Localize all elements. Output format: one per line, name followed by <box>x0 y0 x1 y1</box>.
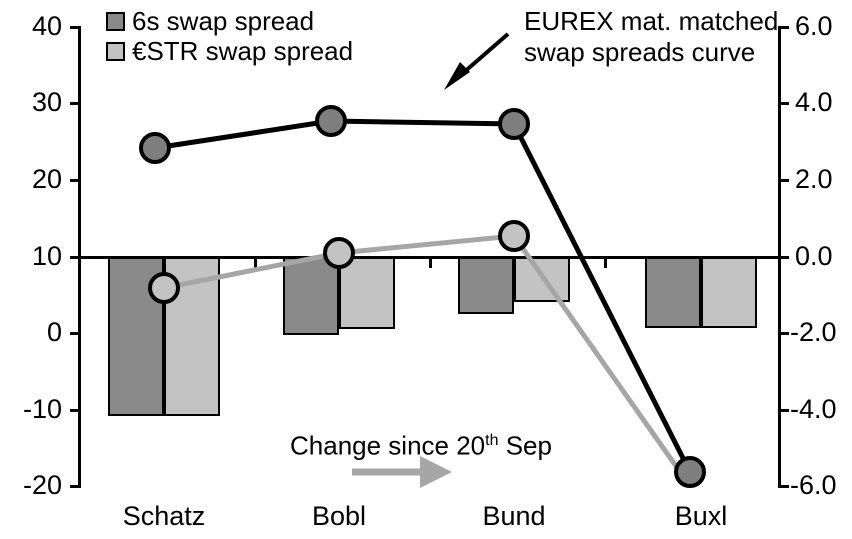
change-since-note: Change since 20th Sep <box>290 428 552 459</box>
bar-estr-schatz <box>164 257 220 416</box>
left-tick-20 <box>70 179 81 182</box>
left-axis-label-neg20: -20 <box>22 470 62 500</box>
right-tick-neg2 <box>778 332 789 335</box>
eurex-marker-bund <box>498 108 530 140</box>
right-axis-label-4: 4.0 <box>795 87 833 117</box>
right-tick-neg4 <box>778 409 789 412</box>
left-axis-label-20: 20 <box>31 164 62 194</box>
category-label-buxl: Buxl <box>674 501 728 531</box>
left-tick-0 <box>70 332 81 335</box>
left-tick-30 <box>70 102 81 105</box>
bar-6s-schatz <box>108 257 164 416</box>
left-axis-label-10: 10 <box>31 241 62 271</box>
right-axis-label-neg6: -6.0 <box>790 470 837 500</box>
eurex-curve-line <box>154 118 693 474</box>
left-axis-label-30: 30 <box>31 87 62 117</box>
right-axis-label-6: 6.0 <box>795 11 833 41</box>
right-tick-4 <box>778 102 789 105</box>
eurex-marker-buxl <box>674 456 706 488</box>
left-tick-neg20 <box>70 485 81 488</box>
legend-label-estr: €STR swap spread <box>132 36 354 66</box>
change-since-arrow-icon <box>352 456 452 488</box>
left-tick-10 <box>70 256 81 259</box>
left-axis-label-neg10: -10 <box>22 394 62 424</box>
right-tick-0 <box>778 256 789 259</box>
category-label-schatz: Schatz <box>122 501 206 531</box>
category-label-bund: Bund <box>482 501 546 531</box>
legend-item-6s-swap-spread: 6s swap spread <box>106 6 353 36</box>
x-axis-tick-1 <box>254 256 257 268</box>
bar-6s-buxl <box>645 257 701 328</box>
annotation-line-1: EUREX mat. matched <box>524 6 779 36</box>
legend-item-estr-swap-spread: €STR swap spread <box>106 36 353 66</box>
x-axis-tick-2 <box>429 256 432 268</box>
right-tick-neg6 <box>778 485 789 488</box>
bar-estr-buxl <box>701 257 757 328</box>
legend-swatch-icon-estr <box>106 41 125 61</box>
bar-estr-bobl <box>339 257 395 329</box>
legend-label-6s: 6s swap spread <box>132 6 315 36</box>
bar-estr-bund <box>514 257 570 302</box>
bar-6s-bobl <box>283 257 339 335</box>
left-tick-neg10 <box>70 409 81 412</box>
right-axis-label-neg4: -4.0 <box>790 394 837 424</box>
legend-swatch-icon-6s <box>106 11 125 31</box>
right-tick-6 <box>778 26 789 29</box>
x-axis-tick-3 <box>604 256 607 268</box>
change-note-superscript: th <box>485 432 499 449</box>
change-note-text: Change since 20 <box>290 430 486 461</box>
category-label-bobl: Bobl <box>311 501 367 531</box>
left-tick-40 <box>70 26 81 29</box>
eurex-curve-annotation: EUREX mat. matched swap spreads curve <box>524 6 778 68</box>
legend: 6s swap spread €STR swap spread <box>106 6 353 66</box>
bar-6s-bund <box>458 257 514 314</box>
change-since-marker-bund <box>498 220 530 252</box>
eurex-marker-schatz <box>139 132 171 164</box>
left-axis-label-0: 0 <box>46 317 62 347</box>
right-axis-label-2: 2.0 <box>795 164 833 194</box>
annotation-arrow-icon <box>444 32 510 90</box>
change-note-suffix: Sep <box>498 430 552 461</box>
annotation-line-2: swap spreads curve <box>524 37 756 67</box>
right-axis-label-neg2: -2.0 <box>790 317 837 347</box>
right-axis-label-0: 0.0 <box>795 241 833 271</box>
left-axis-label-40: 40 <box>31 11 62 41</box>
right-tick-2 <box>778 179 789 182</box>
eurex-marker-bobl <box>315 105 347 137</box>
